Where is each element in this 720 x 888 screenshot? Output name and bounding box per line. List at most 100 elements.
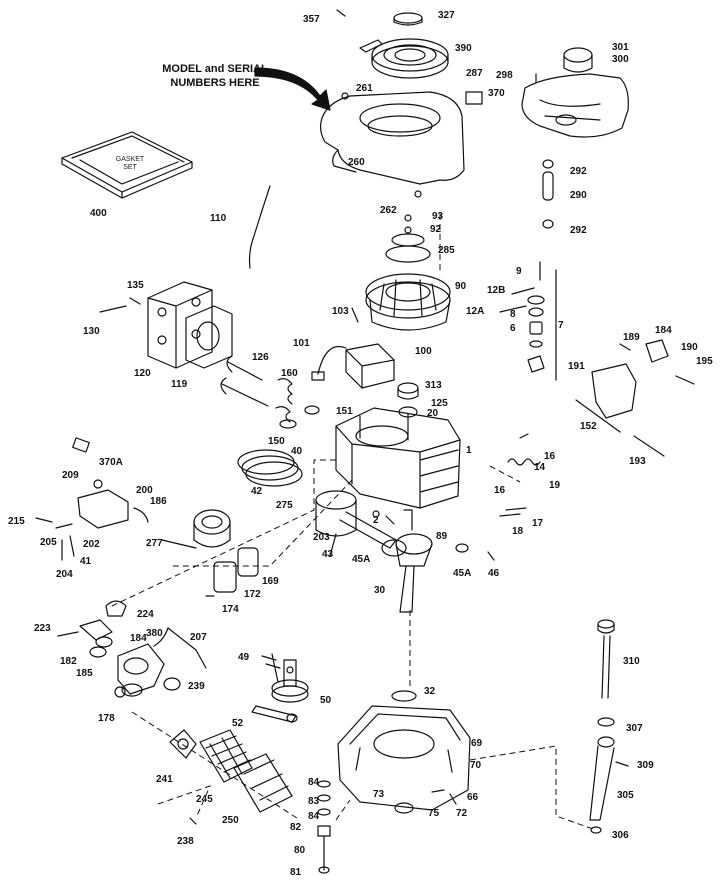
reference-lines [111,214,597,831]
part-label: 298 [496,70,513,81]
part-label: 262 [380,205,397,216]
part-label: 292 [570,225,587,236]
part-label: 357 [303,14,320,25]
part-label: 30 [374,585,386,596]
oil-pump [317,780,331,874]
part-label: 241 [156,774,173,785]
breather-tube [248,185,271,269]
oil-sump [337,690,471,814]
fasteners [189,307,495,825]
part-label: 18 [512,526,524,537]
part-label: 2 [373,515,379,526]
part-label: 119 [171,379,188,390]
part-label: 174 [222,604,239,615]
part-label: 80 [294,845,306,856]
part-label: 50 [320,695,332,706]
part-label: 135 [127,280,144,291]
part-label: 16 [494,485,506,496]
part-label: 120 [134,368,151,379]
cam-gear [251,655,309,723]
part-label: 300 [612,54,629,65]
part-label: 260 [348,157,365,168]
part-label: 203 [313,532,330,543]
part-label: 205 [40,537,57,548]
part-label: 182 [60,656,77,667]
gasket-set-line1: GASKET [115,156,145,163]
part-label: 12B [487,285,506,296]
part-label: 40 [291,446,303,457]
part-label: 209 [62,470,79,481]
part-label: 100 [415,346,432,357]
part-label: 52 [232,718,244,729]
part-label: 301 [612,42,629,53]
part-label: 310 [623,656,640,667]
part-label: 184 [130,633,147,644]
fuel-tank [521,47,629,229]
part-label: 84 [308,811,320,822]
valves-springs [220,355,320,429]
part-label: 202 [83,539,100,550]
part-label: 110 [210,213,227,224]
part-label: 73 [373,789,385,800]
part-label: 90 [455,281,467,292]
part-label: 150 [268,436,285,447]
part-label: 83 [308,796,320,807]
part-label: 224 [137,609,154,620]
part-label: 46 [488,568,500,579]
part-label: 32 [424,686,436,697]
part-label: 20 [427,408,439,419]
part-label: 81 [290,867,302,878]
part-label: 42 [251,486,263,497]
crankshaft [395,509,469,613]
governor-springs [372,433,541,518]
governor-bracket [575,339,695,457]
part-label: 223 [34,623,51,634]
part-label: 204 [56,569,73,580]
gasket-set-label: GASKET SET [110,156,150,172]
part-label: 390 [455,43,472,54]
part-label: 7 [558,320,564,331]
serial-number-note: MODEL and SERIAL NUMBERS HERE [150,62,280,90]
part-label: 45A [453,568,472,579]
part-label: 151 [336,406,353,417]
muffler [161,509,231,549]
part-label: 184 [655,325,672,336]
part-label: 130 [83,326,100,337]
part-label: 287 [466,68,483,79]
gasket-set-line2: SET [123,164,137,171]
part-label: 84 [308,777,320,788]
flywheel [365,214,451,331]
part-label: 185 [76,668,93,679]
serial-note-line2: NUMBERS HERE [170,77,260,89]
part-label: 75 [428,808,440,819]
part-label: 126 [252,352,269,363]
part-label: 239 [188,681,205,692]
part-label: 125 [431,398,448,409]
part-label: 19 [549,480,561,491]
part-label: 103 [332,306,349,317]
part-label: 313 [425,380,442,391]
part-label: 12A [466,306,485,317]
part-label: 261 [356,83,373,94]
dipstick [589,619,629,834]
part-label: 306 [612,830,629,841]
part-label: 14 [534,462,546,473]
part-label: 245 [196,794,213,805]
part-label: 305 [617,790,634,801]
ignition-module [311,343,395,389]
part-label: 215 [8,516,25,527]
recoil-starter [336,9,449,79]
part-label: 152 [580,421,597,432]
part-label: 277 [146,538,163,549]
part-label: 70 [470,760,482,771]
part-label: 16 [544,451,556,462]
part-label: 275 [276,500,293,511]
part-label: 69 [471,738,483,749]
part-label: 195 [696,356,713,367]
part-label: 43 [322,549,334,560]
part-label: 207 [190,632,207,643]
part-label: 292 [570,166,587,177]
part-label: 285 [438,245,455,256]
